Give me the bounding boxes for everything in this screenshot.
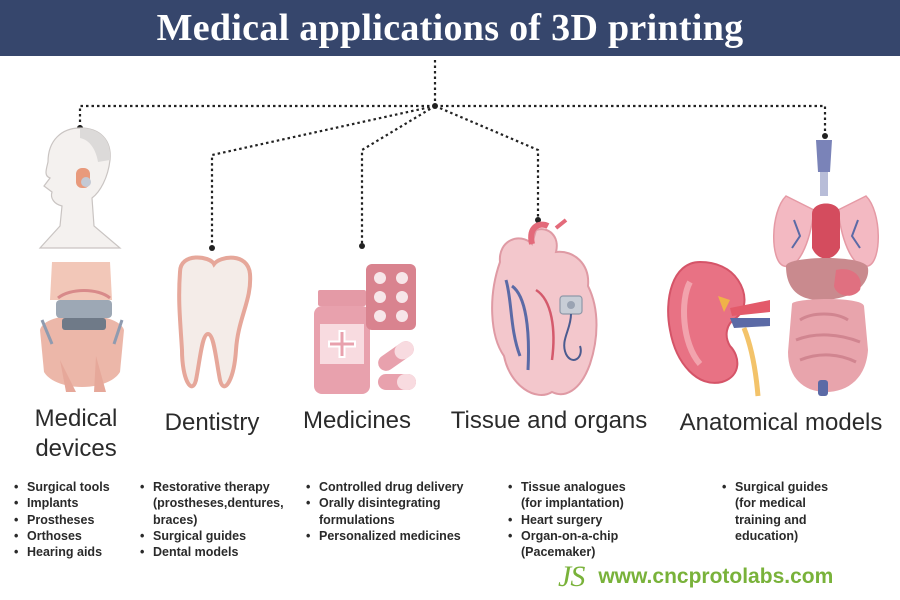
category-heading-medical-devices: Medical devices [14, 404, 138, 464]
list-item: Hearing aids [14, 544, 142, 561]
category-heading-medicines: Medicines [292, 406, 422, 436]
category-heading-anatomical-models: Anatomical models [664, 408, 898, 438]
list-item: Surgical guides [140, 528, 302, 545]
list-item: Dental models [140, 544, 302, 561]
heart-icon [491, 218, 598, 396]
category-heading-dentistry: Dentistry [148, 408, 276, 438]
list-item: Restorative therapy (prostheses,dentures… [140, 479, 302, 528]
pacemaker-icon [559, 295, 583, 361]
heading-line: Dentistry [164, 409, 260, 436]
connector-tissue [434, 104, 540, 220]
list-item: Tissue analogues (for implantation) [508, 479, 648, 512]
list-item: Surgical guides (for medical training an… [722, 479, 852, 544]
list-item: Prostheses [14, 512, 142, 529]
page-title: Medical applications of 3D printing [156, 7, 744, 49]
brand-footer: JS www.cncprotolabs.com [558, 560, 833, 594]
heading-line: Medical [34, 405, 118, 432]
list-item: Personalized medicines [306, 528, 488, 545]
pill-bottle-icon [314, 290, 370, 394]
tooth-icon [177, 255, 253, 389]
list-item: Implants [14, 495, 142, 512]
capsule-icon [378, 341, 416, 390]
bullet-list-tissue-and-organs: Tissue analogues (for implantation) Hear… [508, 479, 648, 560]
bullet-list-dentistry: Restorative therapy (prostheses,dentures… [140, 479, 302, 561]
bullet-list-medical-devices: Surgical tools Implants Prostheses Ortho… [14, 479, 142, 561]
kidney-icon [667, 260, 770, 397]
heading-line: Tissue and organs [450, 407, 648, 434]
connector-medicines [360, 105, 436, 246]
list-item: Controlled drug delivery [306, 479, 488, 496]
brand-url[interactable]: www.cncprotolabs.com [598, 565, 834, 588]
list-item: Orthoses [14, 528, 142, 545]
bullet-list-medicines: Controlled drug delivery Orally disinteg… [306, 479, 488, 544]
blister-pack-icon [366, 264, 416, 330]
list-item: Heart surgery [508, 512, 648, 529]
heading-line: Anatomical models [679, 409, 883, 436]
list-item: Orally disintegrating formulations [306, 495, 488, 528]
category-heading-tissue-and-organs: Tissue and organs [436, 406, 662, 436]
list-item: Organ-on-a-chip (Pacemaker) [508, 528, 648, 561]
heading-line: Medicines [302, 407, 412, 434]
head-profile-icon [38, 127, 122, 249]
brand-logo: JS [558, 560, 585, 593]
connector-medical-devices [78, 104, 435, 128]
title-bar: Medical applications of 3D printing [0, 0, 900, 56]
list-item: Surgical tools [14, 479, 142, 496]
knee-implant-icon [40, 262, 124, 392]
bullet-list-anatomical-models: Surgical guides (for medical training an… [722, 479, 852, 544]
torso-organs-icon [773, 140, 879, 396]
heading-line: devices [35, 435, 117, 462]
